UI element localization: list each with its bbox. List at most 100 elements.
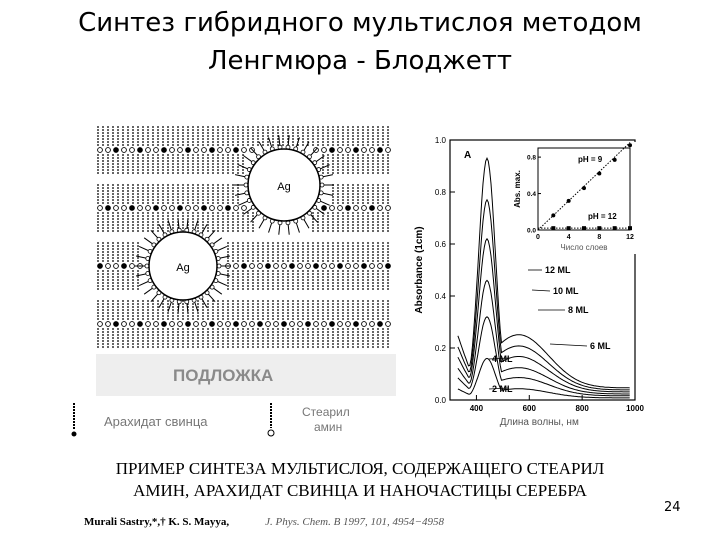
data-point-ph12	[551, 226, 556, 231]
legend-arachidate-symbol	[71, 403, 77, 437]
lipid-headgroup	[321, 263, 327, 269]
lipid-headgroup	[121, 321, 127, 327]
curve-label-leader	[488, 387, 509, 390]
lipid-headgroup	[113, 147, 119, 153]
lipid-headgroup	[337, 321, 343, 327]
lipid-headgroup	[177, 205, 183, 211]
lipid-headgroup	[313, 321, 319, 327]
lipid-headgroup	[97, 205, 103, 211]
lipid-headgroup	[377, 321, 383, 327]
curve-label: 12 ML	[545, 265, 571, 275]
data-point-ph9	[612, 157, 617, 162]
lipid-headgroup	[249, 263, 255, 269]
lipid-headgroup	[137, 147, 143, 153]
lipid-headgroup	[281, 321, 287, 327]
lipid-headgroup	[105, 321, 111, 327]
inset-y-tick-label: 0.0	[527, 228, 536, 235]
lipid-headgroup	[305, 263, 311, 269]
series-label-ph12: pH = 12	[588, 212, 617, 221]
lipid-headgroup	[177, 321, 183, 327]
curve-label-leader	[488, 357, 509, 360]
series-label-ph9: pH = 9	[578, 155, 603, 164]
data-point-ph12	[582, 226, 586, 231]
curve-label-leader	[549, 343, 588, 347]
inset-x-axis-label: Число слоев	[560, 243, 607, 252]
lipid-headgroup	[209, 205, 215, 211]
lipid-headgroup	[209, 321, 215, 327]
curve-label: 2 ML	[492, 384, 513, 394]
caption-line-1: ПРИМЕР СИНТЕЗА МУЛЬТИСЛОЯ, СОДЕРЖАЩЕГО С…	[115, 459, 605, 478]
lipid-headgroup	[241, 205, 247, 211]
lipid-headgroup	[129, 205, 135, 211]
lipid-headgroup	[329, 147, 335, 153]
legend-stearylamine-symbol	[267, 403, 275, 437]
lipid-headgroup	[201, 147, 207, 153]
lipid-headgroup	[121, 263, 127, 269]
lipid-headgroup	[145, 321, 151, 327]
data-point-ph12	[566, 226, 571, 231]
data-point-ph9	[582, 186, 586, 191]
lipid-headgroup	[217, 205, 223, 211]
spectrum-curve	[457, 279, 630, 395]
lipid-headgroup	[337, 263, 343, 269]
legend-stearylamine-line-2: амин	[314, 420, 342, 434]
slide-title-line-2: Ленгмюра - Блоджетт	[207, 46, 513, 76]
inset-x-tick-label: 12	[626, 234, 634, 241]
legend-lead-arachidate: Арахидат свинца	[104, 414, 208, 429]
lipid-headgroup	[137, 205, 143, 211]
lipid-headgroup	[297, 263, 303, 269]
lipid-headgroup	[225, 321, 231, 327]
lipid-headgroup	[385, 321, 391, 327]
lipid-headgroup	[321, 321, 327, 327]
lipid-headgroup	[257, 263, 263, 269]
lipid-headgroup	[113, 263, 119, 269]
y-tick-label: 0.6	[435, 240, 447, 249]
lipid-headgroup	[377, 205, 383, 211]
citation-authors: Murali Sastry,*,† K. S. Mayya,	[84, 516, 230, 528]
lipid-headgroup	[273, 263, 279, 269]
lipid-headgroup	[137, 321, 143, 327]
data-point-ph9	[628, 143, 632, 148]
lipid-headgroup	[265, 263, 271, 269]
data-point-ph9	[566, 198, 571, 203]
y-tick-label: 0.0	[435, 396, 447, 405]
x-tick-label: 1000	[626, 404, 644, 413]
lipid-headgroup	[193, 321, 199, 327]
lipid-headgroup	[153, 147, 159, 153]
lipid-headgroup	[177, 147, 183, 153]
citation: Murali Sastry,*,† K. S. Mayya,J. Phys. C…	[84, 516, 444, 528]
lipid-headgroup	[129, 147, 135, 153]
lipid-headgroup	[369, 321, 375, 327]
curve-label: 6 ML	[590, 341, 611, 351]
lipid-headgroup	[233, 205, 239, 211]
lipid-headgroup	[377, 147, 383, 153]
lipid-headgroup	[129, 263, 135, 269]
y-tick-label: 0.4	[435, 292, 447, 301]
lipid-headgroup	[329, 321, 335, 327]
lipid-layers	[97, 126, 391, 348]
data-point-ph12	[597, 226, 602, 231]
lipid-headgroup	[369, 263, 375, 269]
lipid-headgroup	[241, 263, 247, 269]
lipid-headgroup	[161, 321, 167, 327]
lipid-headgroup	[369, 147, 375, 153]
lipid-headgroup	[289, 321, 295, 327]
lipid-headgroup	[201, 321, 207, 327]
lipid-headgroup	[161, 205, 167, 211]
lipid-headgroup	[353, 321, 359, 327]
silver-particle-1: Ag	[247, 148, 321, 222]
lipid-headgroup	[153, 321, 159, 327]
particle-label-1: Ag	[277, 181, 290, 193]
lipid-headgroup	[241, 321, 247, 327]
lipid-headgroup	[233, 147, 239, 153]
panel-label: A	[464, 150, 471, 161]
lipid-headgroup	[329, 205, 335, 211]
slide-title-line-1: Синтез гибридного мультислоя методом	[78, 8, 642, 38]
plot-frame	[449, 139, 636, 401]
inset-background	[524, 142, 636, 254]
y-tick-label: 0.2	[435, 344, 447, 353]
substrate-label: ПОДЛОЖКА	[173, 366, 273, 385]
